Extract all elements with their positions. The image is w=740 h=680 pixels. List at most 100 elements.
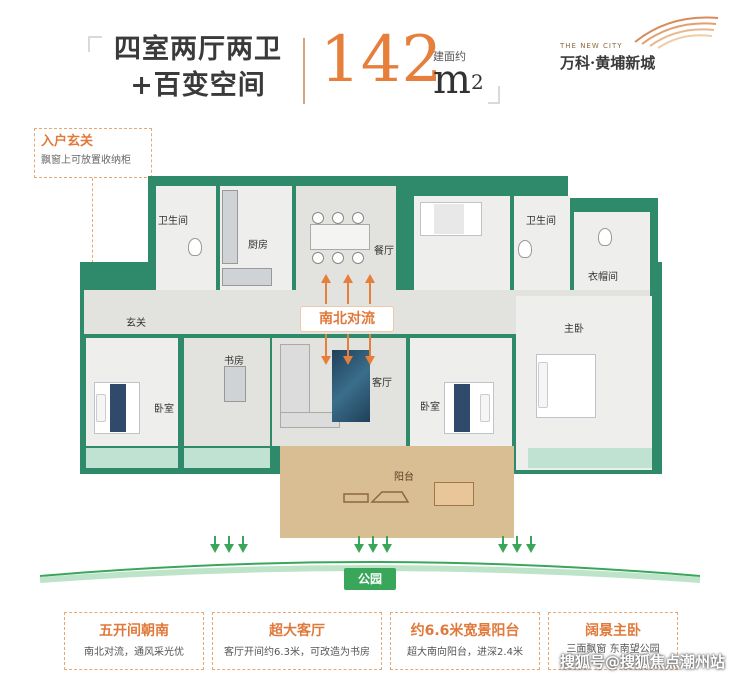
study-desk bbox=[224, 366, 246, 402]
window-left bbox=[86, 448, 178, 468]
entry-callout-subtitle: 飘窗上可放置收纳柜 bbox=[41, 155, 131, 166]
park-label: 公园 bbox=[344, 568, 396, 590]
kitchen-counter bbox=[222, 190, 238, 264]
feature-card: 阔景主卧 三面飘窗 东南望公园 bbox=[548, 612, 678, 670]
flow-arrow-down-icon bbox=[365, 356, 375, 365]
flow-arrow-shaft bbox=[347, 334, 349, 356]
label-kitchen: 厨房 bbox=[248, 240, 268, 251]
header-bracket-left bbox=[88, 36, 102, 52]
feature-desc: 南北对流，通风采光优 bbox=[84, 647, 184, 658]
window-study bbox=[184, 448, 270, 468]
watermark: 搜狐号@搜狐焦点潮州站 bbox=[560, 653, 726, 671]
sofa bbox=[280, 344, 310, 424]
park-arrow-shaft bbox=[516, 536, 518, 544]
flow-arrow-shaft bbox=[369, 282, 371, 304]
header-divider bbox=[303, 38, 305, 104]
feature-card: 约6.6米宽景阳台 超大南向阳台，进深2.4米 bbox=[390, 612, 540, 670]
toilet-right bbox=[518, 240, 532, 258]
area-unit-sup: 2 bbox=[470, 70, 484, 94]
flow-badge: 南北对流 bbox=[300, 306, 394, 332]
room-bath-left bbox=[156, 186, 216, 290]
label-dining: 餐厅 bbox=[374, 246, 394, 257]
label-bath-right: 卫生间 bbox=[526, 216, 556, 227]
park-arrow-icon bbox=[526, 544, 536, 553]
label-bath-left: 卫生间 bbox=[158, 216, 188, 227]
feature-desc: 客厅开间约6.3米，可改造为书房 bbox=[224, 647, 370, 658]
window-master bbox=[528, 448, 652, 468]
bed-top-right-blanket bbox=[434, 204, 464, 234]
layout-title: 四室两厅两卫 +百变空间 bbox=[103, 32, 293, 104]
feature-title: 约6.6米宽景阳台 bbox=[410, 623, 520, 639]
header-bracket-right bbox=[488, 86, 500, 104]
dining-chair bbox=[312, 252, 324, 264]
flow-arrow-down-icon bbox=[321, 356, 331, 365]
kitchen-counter-bottom bbox=[222, 268, 272, 286]
flow-arrow-up-icon bbox=[343, 274, 353, 283]
dining-chair bbox=[332, 252, 344, 264]
park-arrow-shaft bbox=[372, 536, 374, 544]
park-arrow-icon bbox=[354, 544, 364, 553]
area-unit: m2 bbox=[433, 56, 484, 104]
feature-card: 超大客厅 客厅开间约6.3米，可改造为书房 bbox=[212, 612, 382, 670]
area-value: 142 bbox=[320, 23, 443, 97]
flow-arrow-shaft bbox=[369, 334, 371, 356]
label-bedroom-left: 卧室 bbox=[154, 404, 174, 415]
park-arrow-shaft bbox=[228, 536, 230, 544]
room-closet bbox=[574, 212, 650, 296]
bed-left-pillow bbox=[96, 394, 106, 422]
label-study: 书房 bbox=[224, 356, 244, 367]
park-arrow-icon bbox=[238, 544, 248, 553]
flow-arrow-down-icon bbox=[343, 356, 353, 365]
feature-desc: 三面飘窗 东南望公园 bbox=[566, 644, 660, 655]
label-closet: 衣帽间 bbox=[588, 272, 618, 283]
toilet-left bbox=[188, 238, 202, 256]
area-unit-base: m bbox=[433, 57, 471, 103]
brand-name-en: THE NEW CITY bbox=[560, 42, 623, 50]
dining-chair bbox=[352, 212, 364, 224]
park-arrow-shaft bbox=[358, 536, 360, 544]
feature-title: 阔景主卧 bbox=[585, 623, 641, 639]
entry-callout-title: 入户玄关 bbox=[41, 134, 94, 149]
dining-table bbox=[310, 224, 370, 250]
area-label: 建面约 bbox=[433, 50, 466, 63]
flow-arrow-shaft bbox=[347, 282, 349, 304]
park-arrow-icon bbox=[224, 544, 234, 553]
flow-arrow-shaft bbox=[325, 334, 327, 356]
brand-name-cn: 万科·黄埔新城 bbox=[560, 54, 656, 72]
entry-callout-leader bbox=[92, 178, 93, 268]
park-arrow-icon bbox=[368, 544, 378, 553]
park-arrow-shaft bbox=[242, 536, 244, 544]
balcony-table bbox=[434, 482, 474, 506]
bed-mid-pillow bbox=[480, 394, 490, 422]
toilet-closet bbox=[598, 228, 612, 246]
floor-plan: 卫生间 厨房 餐厅 卫生间 衣帽间 玄关 主卧 书房 客厅 卧室 卧室 阳台 南… bbox=[74, 172, 664, 544]
feature-card: 五开间朝南 南北对流，通风采光优 bbox=[64, 612, 204, 670]
flow-arrow-shaft bbox=[325, 282, 327, 304]
sofa-bottom bbox=[280, 412, 340, 428]
park-arrow-shaft bbox=[502, 536, 504, 544]
balcony-loungers-icon bbox=[343, 491, 410, 503]
label-master: 主卧 bbox=[564, 324, 584, 335]
label-living: 客厅 bbox=[372, 378, 392, 389]
feature-desc: 超大南向阳台，进深2.4米 bbox=[407, 647, 523, 658]
feature-title: 超大客厅 bbox=[269, 623, 325, 639]
label-balcony: 阳台 bbox=[394, 472, 414, 483]
park-arrow-icon bbox=[498, 544, 508, 553]
park-arrow-icon bbox=[382, 544, 392, 553]
park-arrow-icon bbox=[210, 544, 220, 553]
feature-title: 五开间朝南 bbox=[99, 623, 169, 639]
layout-title-line2: +百变空间 bbox=[130, 70, 266, 101]
dining-chair bbox=[352, 252, 364, 264]
label-bedroom-mid: 卧室 bbox=[420, 402, 440, 413]
label-foyer: 玄关 bbox=[126, 318, 146, 329]
bed-left-blanket bbox=[110, 384, 126, 432]
flow-arrow-up-icon bbox=[321, 274, 331, 283]
dining-chair bbox=[332, 212, 344, 224]
bed-mid-blanket bbox=[454, 384, 470, 432]
flow-arrow-up-icon bbox=[365, 274, 375, 283]
layout-title-line1: 四室两厅两卫 bbox=[114, 34, 282, 65]
park-arrow-icon bbox=[512, 544, 522, 553]
park-arrow-shaft bbox=[530, 536, 532, 544]
entry-callout: 入户玄关 飘窗上可放置收纳柜 bbox=[34, 128, 152, 178]
dining-chair bbox=[312, 212, 324, 224]
